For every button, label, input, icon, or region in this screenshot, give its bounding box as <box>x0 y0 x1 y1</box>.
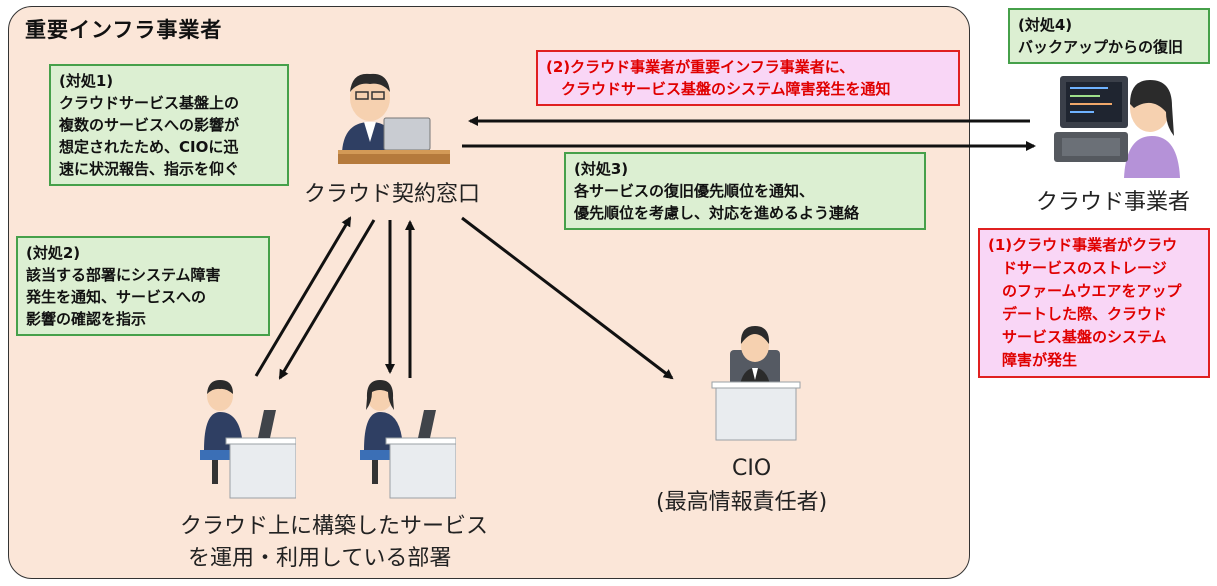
dept-worker2-figure <box>360 380 456 499</box>
contact-person-figure <box>338 73 450 164</box>
action2-note: (対処2) 該当する部署にシステム障害 発生を通知、サービスへの 影響の確認を指… <box>16 236 270 336</box>
action3-line: (対処3) <box>574 160 629 178</box>
event1-line: デートした際、クラウド <box>1002 305 1168 323</box>
arrow-dept1-to-contact <box>254 216 352 377</box>
action1-line: (対処1) <box>59 72 114 90</box>
event1-note: (1)クラウド事業者がクラウ ドサービスのストレージ のファームウエアをアップ … <box>978 228 1210 378</box>
event1-line: サービス基盤のシステム <box>1002 328 1167 346</box>
action1-line: 速に状況報告、指示を仰ぐ <box>59 160 240 178</box>
provider-label: クラウド事業者 <box>1036 190 1191 215</box>
region-title: 重要インフラ事業者 <box>25 18 223 42</box>
action4-line: (対処4) <box>1018 16 1073 34</box>
action3-line: 優先順位を考慮し、対応を進めるよう連絡 <box>574 204 860 222</box>
depts-label-line1: クラウド上に構築したサービス <box>180 514 489 539</box>
action2-line: 影響の確認を指示 <box>26 310 147 328</box>
cio-label-line2: (最高情報責任者) <box>656 490 828 515</box>
action4-line: バックアップからの復旧 <box>1018 38 1184 56</box>
event1-line: 障害が発生 <box>1002 351 1078 369</box>
action2-line: 発生を通知、サービスへの <box>26 288 207 306</box>
arrow-contact-to-cio <box>461 216 674 380</box>
action1-note: (対処1) クラウドサービス基盤上の 複数のサービスへの影響が 想定されたため、… <box>49 64 289 186</box>
provider-person-figure <box>1054 76 1180 178</box>
event1-line: のファームウエアをアップ <box>1002 282 1182 300</box>
event2-note: (2)クラウド事業者が重要インフラ事業者に、 クラウドサービス基盤のシステム障害… <box>536 50 960 106</box>
action1-line: 想定されたため、CIOに迅 <box>59 138 239 156</box>
arrow-contact-to-dept1 <box>278 219 376 380</box>
event1-line: ドサービスのストレージ <box>1002 259 1167 277</box>
action3-line: 各サービスの復旧優先順位を通知、 <box>574 182 815 200</box>
action2-line: (対処2) <box>26 244 81 262</box>
depts-label-line2: を運用・利用している部署 <box>188 546 452 571</box>
action1-line: クラウドサービス基盤上の <box>59 94 240 112</box>
dept-worker1-figure <box>200 380 296 499</box>
action4-note: (対処4) バックアップからの復旧 <box>1008 8 1210 64</box>
cio-figure <box>711 326 801 441</box>
action3-note: (対処3) 各サービスの復旧優先順位を通知、 優先順位を考慮し、対応を進めるよう… <box>564 152 926 230</box>
cio-label-line1: CIO <box>732 456 772 481</box>
event1-line: (1)クラウド事業者がクラウ <box>988 236 1178 254</box>
event2-line: (2)クラウド事業者が重要インフラ事業者に、 <box>546 58 855 76</box>
action2-line: 該当する部署にシステム障害 <box>26 266 221 284</box>
action1-line: 複数のサービスへの影響が <box>59 116 240 134</box>
event2-line: クラウドサービス基盤のシステム障害発生を通知 <box>546 80 891 98</box>
contact-label: クラウド契約窓口 <box>304 182 481 207</box>
